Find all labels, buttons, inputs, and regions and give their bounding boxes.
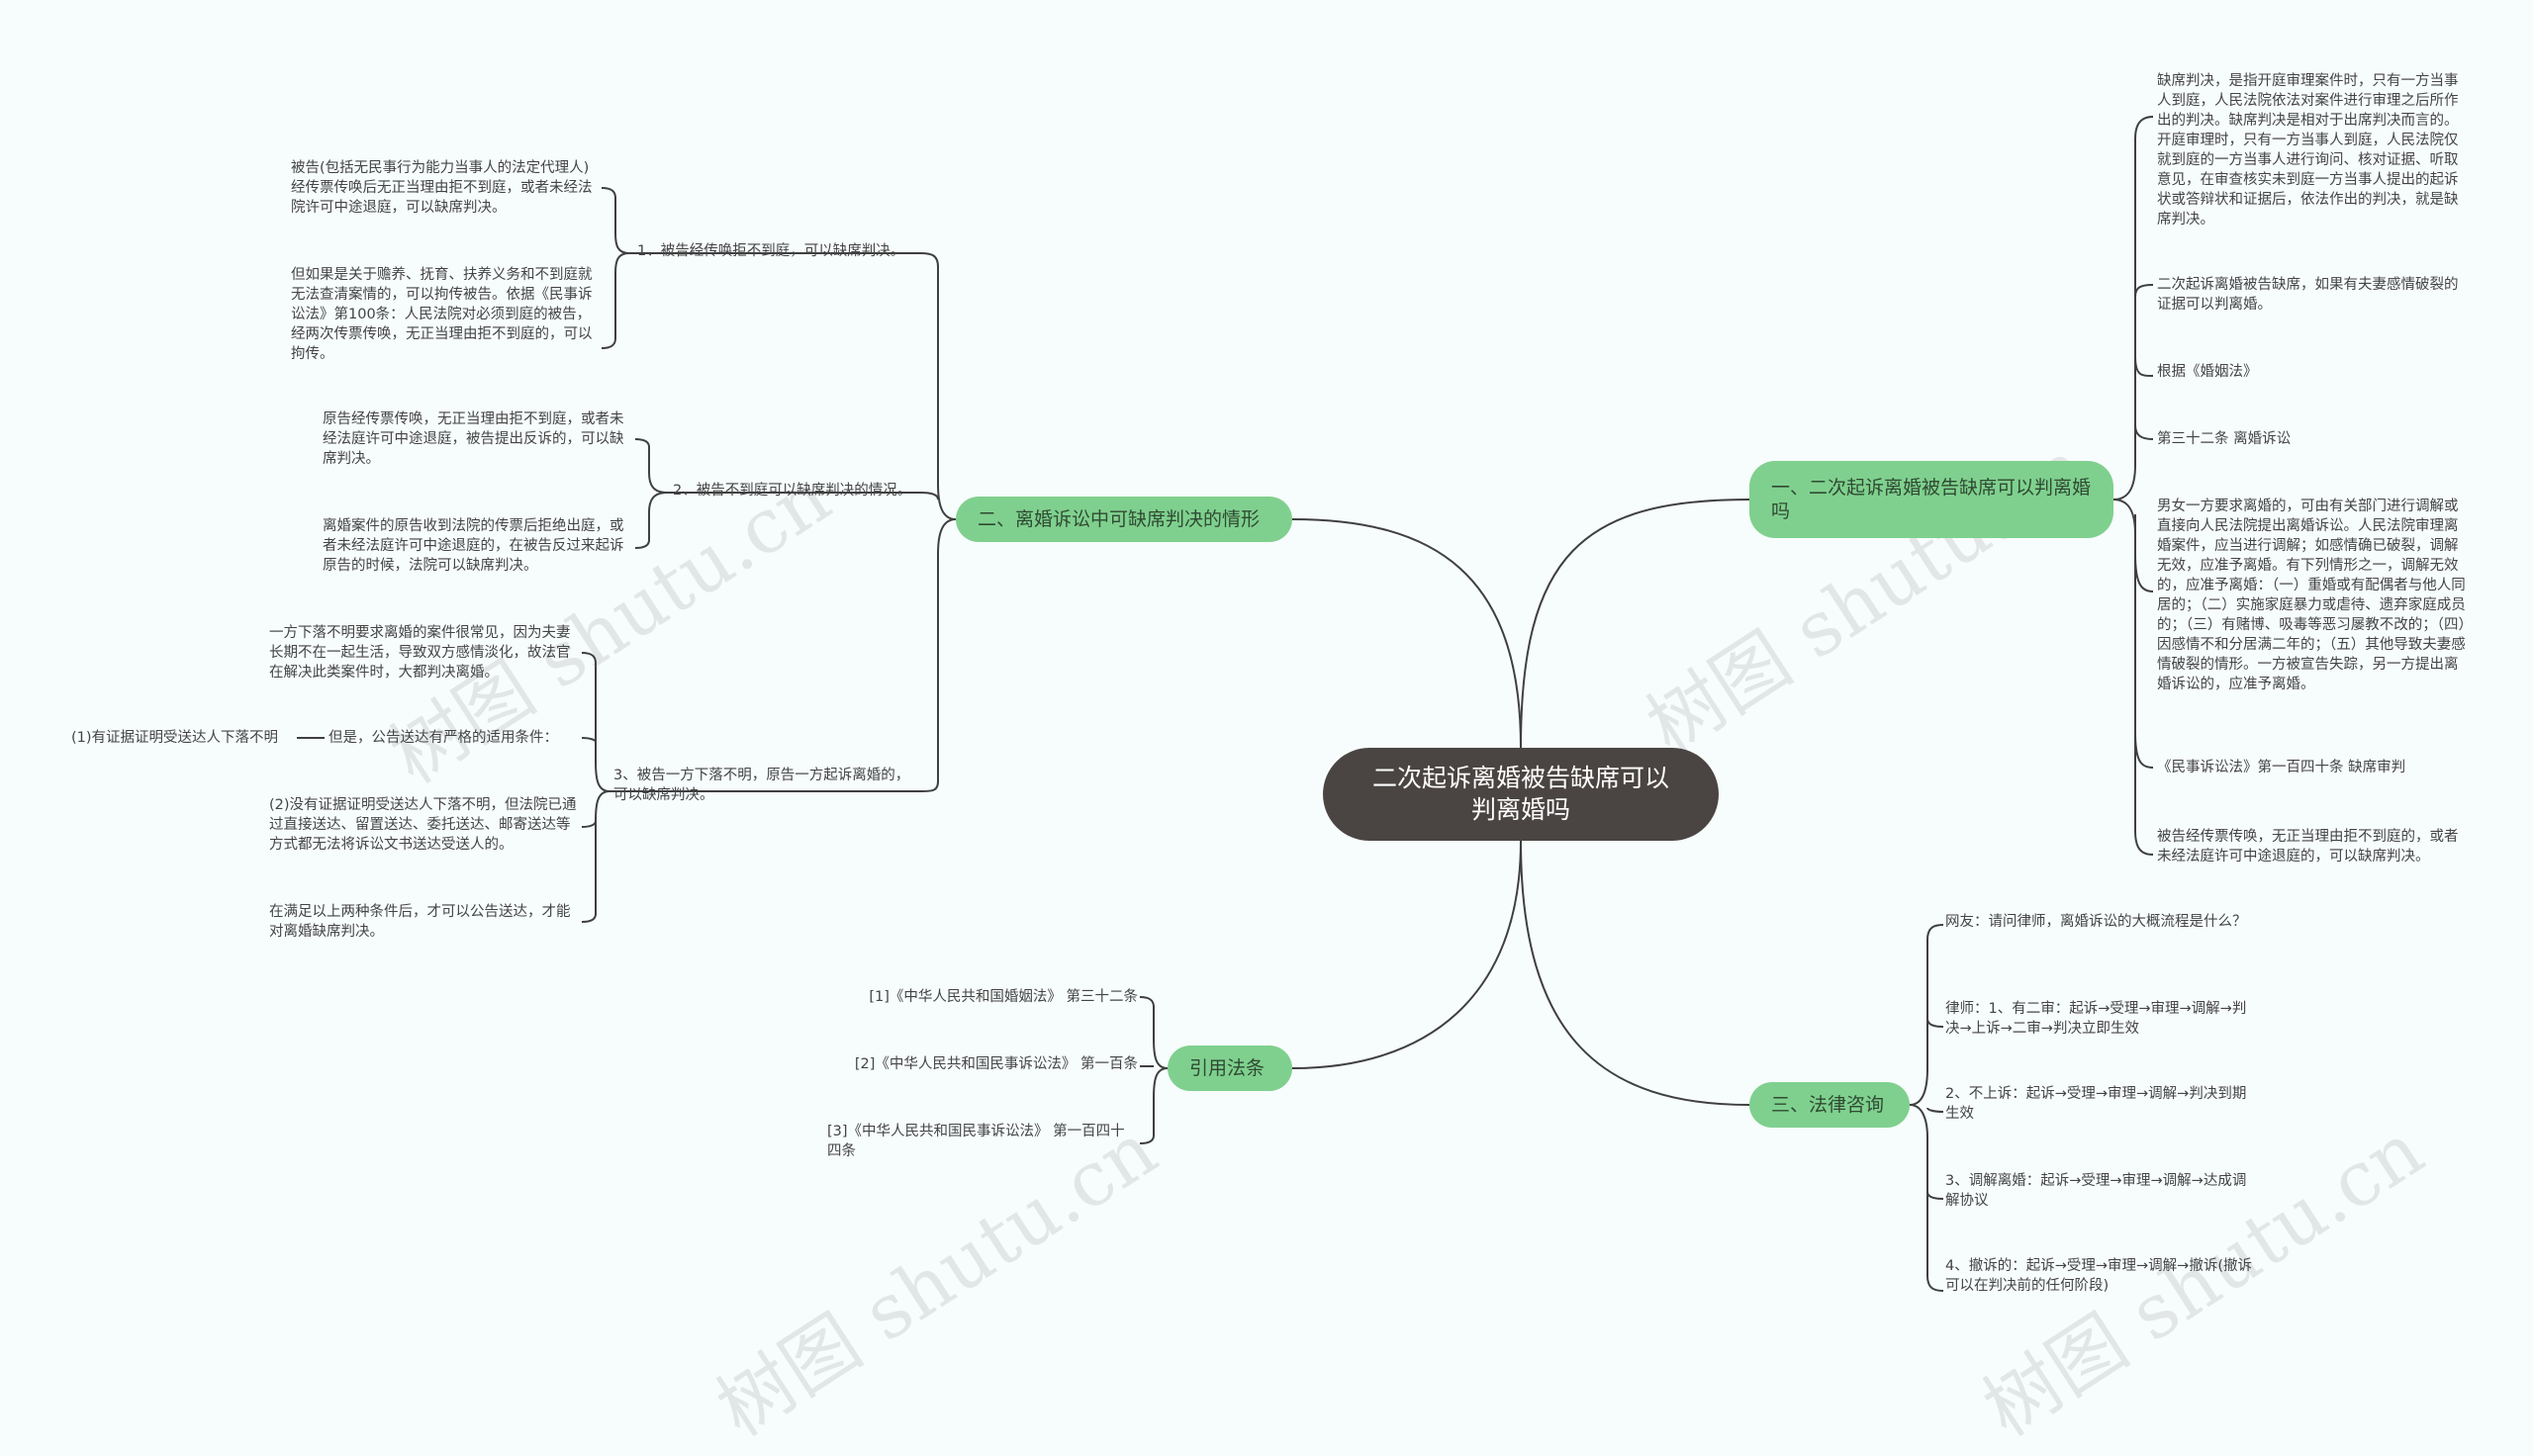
leaf-text: 根据《婚姻法》 bbox=[2157, 364, 2258, 380]
sub-label: 1、被告经传唤拒不到庭，可以缺席判决。 bbox=[637, 243, 905, 259]
root-topic[interactable]: 二次起诉离婚被告缺席可以判离婚吗 bbox=[1323, 748, 1719, 841]
connector-lines bbox=[297, 116, 2154, 1292]
leaf-text: 律师：1、有二审：起诉→受理→审理→调解→判决→上诉→二审→判决立即生效 bbox=[1945, 1001, 2247, 1037]
link-root-left-top bbox=[1291, 518, 1522, 749]
leaf-text: 被告经传票传唤，无正当理由拒不到庭的，或者未经法庭许可中途退庭的，可以缺席判决。 bbox=[2157, 829, 2459, 864]
leaf-text: 《民事诉讼法》第一百四十条 缺席审判 bbox=[2157, 760, 2406, 775]
bracket-sub2 bbox=[634, 438, 668, 549]
leaf-text: 离婚案件的原告收到法院的传票后拒绝出庭，或者未经法庭许可中途退庭的，在被告反过来… bbox=[323, 518, 624, 574]
brace-right-top bbox=[2112, 116, 2154, 856]
bracket-sub1 bbox=[601, 187, 630, 349]
leaf-text: (2)没有证据证明受送达人下落不明，但法院已通过直接送达、留置送达、委托送达、邮… bbox=[269, 797, 577, 853]
branch-right-bottom[interactable]: 三、法律咨询 bbox=[1749, 1082, 1910, 1128]
leaf-text: (1)有证据证明受送达人下落不明 bbox=[71, 730, 279, 746]
link-root-right-top bbox=[1520, 499, 1750, 749]
leaf-text: 缺席判决，是指开庭审理案件时，只有一方当事人到庭，人民法院依法对案件进行审理之后… bbox=[2157, 73, 2459, 228]
branch-right-top[interactable]: 一、二次起诉离婚被告缺席可以判离婚吗 bbox=[1749, 461, 2113, 538]
root-title: 二次起诉离婚被告缺席可以判离婚吗 bbox=[1371, 764, 1669, 824]
sub-label: 2、被告不到庭可以缺席判决的情况。 bbox=[673, 483, 912, 499]
branch-label: 引用法条 bbox=[1189, 1057, 1266, 1079]
sub-label: 3、被告一方下落不明，原告一方起诉离婚的，可以缺席判决。 bbox=[613, 768, 910, 803]
leaf-text: [3]《中华人民共和国民事诉讼法》 第一百四十四条 bbox=[827, 1124, 1125, 1159]
link-root-left-bottom bbox=[1291, 840, 1522, 1069]
branch-label: 三、法律咨询 bbox=[1771, 1094, 1885, 1116]
leaf-text: 网友：请问律师，离婚诉讼的大概流程是什么？ bbox=[1945, 914, 2247, 930]
leaf-text: 3、调解离婚：起诉→受理→审理→调解→达成调解协议 bbox=[1945, 1173, 2247, 1209]
leaf-text: 二次起诉离婚被告缺席，如果有夫妻感情破裂的证据可以判离婚。 bbox=[2157, 277, 2459, 313]
leaf-text: 在满足以上两种条件后，才可以公告送达，才能对离婚缺席判决。 bbox=[269, 904, 571, 940]
leaf-text: 被告(包括无民事行为能力当事人的法定代理人)经传票传唤后无正当理由拒不到庭，或者… bbox=[291, 160, 593, 216]
brace-left-top bbox=[919, 252, 957, 792]
leaf-text: 男女一方要求离婚的，可由有关部门进行调解或直接向人民法院提出离婚诉讼。人民法院审… bbox=[2157, 499, 2466, 692]
brace-left-bottom bbox=[1139, 996, 1169, 1144]
branch-left-top[interactable]: 二、离婚诉讼中可缺席判决的情形 bbox=[956, 497, 1292, 542]
leaf-text: 一方下落不明要求离婚的案件很常见，因为夫妻长期不在一起生活，导致双方感情淡化，故… bbox=[269, 625, 571, 681]
leaf-text: 但是，公告送达有严格的适用条件： bbox=[328, 730, 558, 746]
branch-label: 二、离婚诉讼中可缺席判决的情形 bbox=[978, 508, 1261, 530]
branch-label: 一、二次起诉离婚被告缺席可以判离婚吗 bbox=[1771, 477, 2092, 522]
branch-left-bottom[interactable]: 引用法条 bbox=[1168, 1046, 1292, 1091]
link-root-right-bottom bbox=[1520, 840, 1750, 1106]
leaf-text: [2]《中华人民共和国民事诉讼法》 第一百条 bbox=[854, 1056, 1138, 1072]
leaf-text: 但如果是关于赡养、抚育、扶养义务和不到庭就无法查清案情的，可以拘传被告。依据《民… bbox=[291, 267, 593, 362]
leaf-text: 原告经传票传唤，无正当理由拒不到庭，或者未经法庭许可中途退庭，被告提出反诉的，可… bbox=[323, 411, 624, 467]
bracket-sub3 bbox=[581, 652, 610, 923]
leaf-text: [1]《中华人民共和国婚姻法》 第三十二条 bbox=[869, 989, 1138, 1005]
leaf-text: 2、不上诉：起诉→受理→审理→调解→判决到期生效 bbox=[1945, 1086, 2247, 1122]
brace-right-bottom bbox=[1909, 924, 1944, 1292]
leaf-text: 4、撤诉的：起诉→受理→审理→调解→撤诉(撤诉可以在判决前的任何阶段) bbox=[1945, 1258, 2252, 1294]
leaf-text: 第三十二条 离婚诉讼 bbox=[2157, 431, 2292, 447]
